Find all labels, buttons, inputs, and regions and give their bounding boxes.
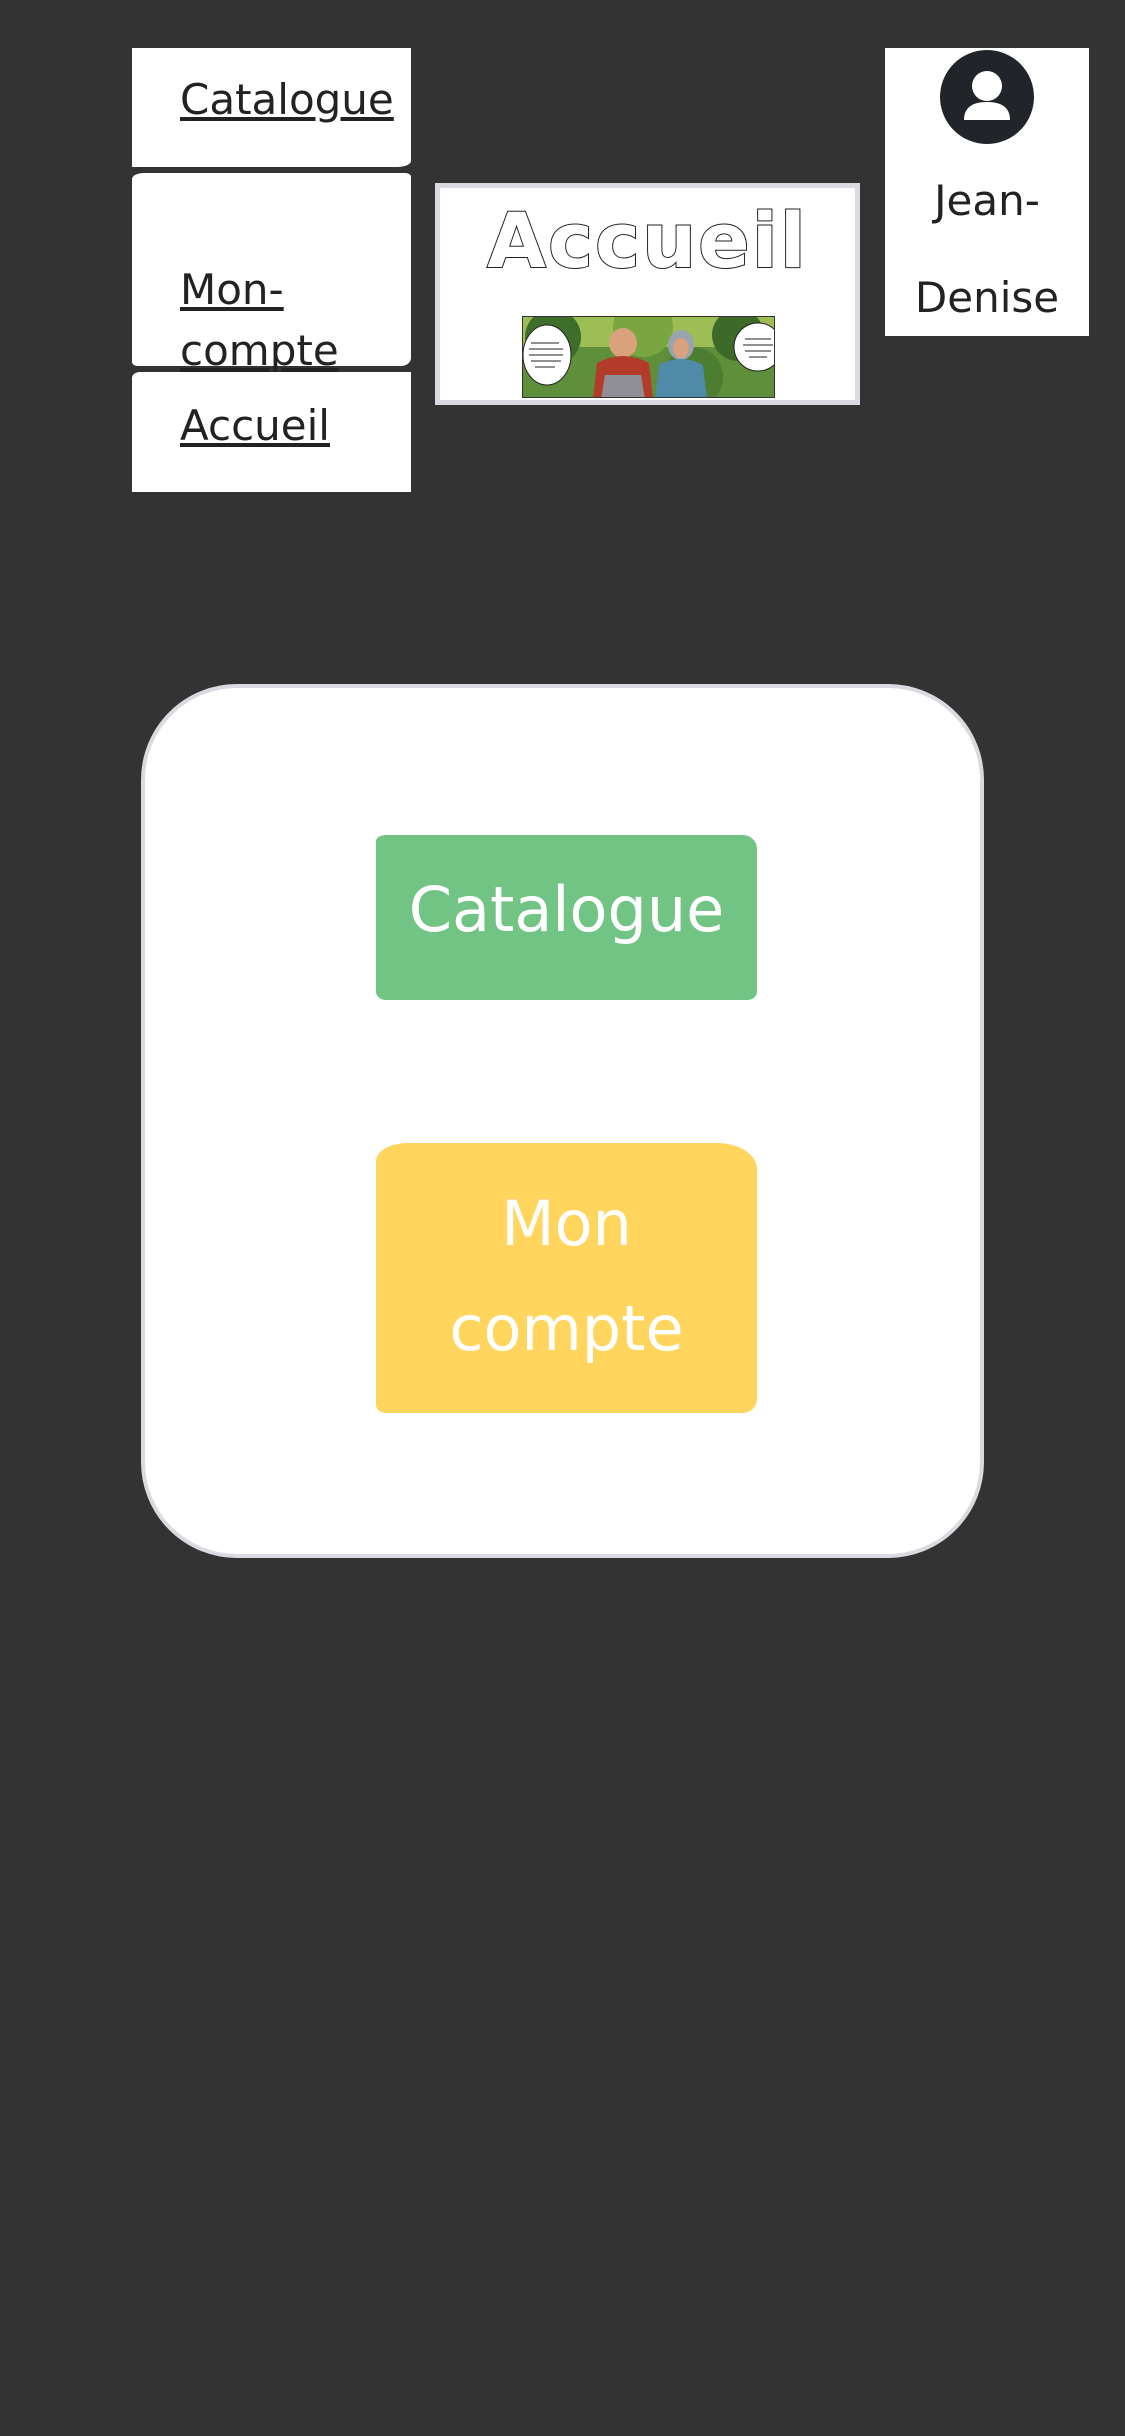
nav-link-accueil-label: Accueil bbox=[180, 401, 330, 450]
nav-link-catalogue-label: Catalogue bbox=[180, 75, 394, 124]
user-circle-icon bbox=[940, 50, 1034, 144]
main-panel: Catalogue Mon compte bbox=[141, 684, 984, 1558]
nav-link-catalogue[interactable]: Catalogue bbox=[132, 48, 411, 167]
catalogue-button[interactable]: Catalogue bbox=[376, 835, 757, 1000]
nav-link-account-label: Mon- compte bbox=[180, 264, 339, 375]
page-title: Accueil bbox=[486, 195, 808, 286]
page-banner: Accueil bbox=[435, 183, 860, 405]
user-name: Jean- Denise bbox=[914, 176, 1060, 322]
comic-panel-image bbox=[522, 316, 775, 398]
account-button[interactable]: Mon compte bbox=[376, 1143, 757, 1413]
nav-link-accueil[interactable]: Accueil bbox=[132, 372, 411, 492]
nav-link-account[interactable]: Mon- compte bbox=[132, 173, 411, 375]
user-card[interactable]: Jean- Denise bbox=[885, 48, 1089, 336]
